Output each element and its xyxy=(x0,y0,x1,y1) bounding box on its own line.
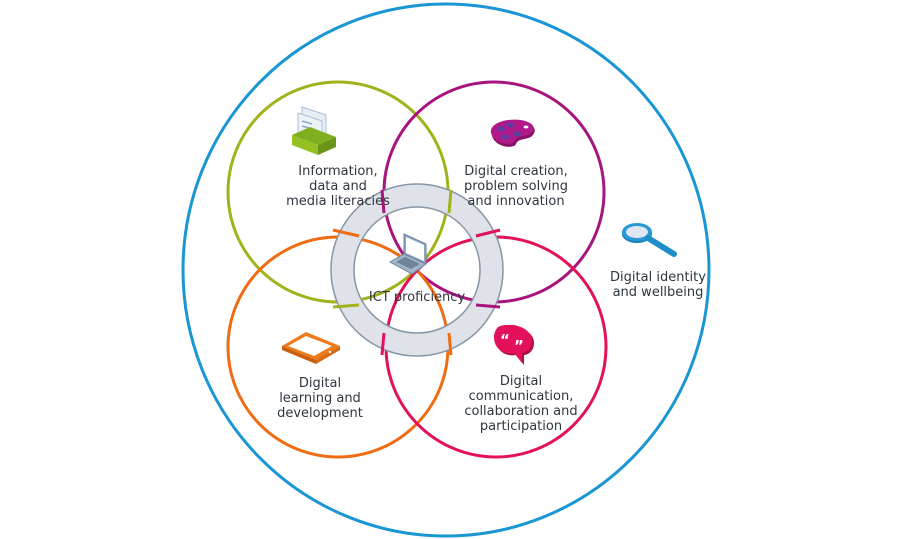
card-file-icon xyxy=(292,106,336,155)
label-line: collaboration and xyxy=(464,404,578,419)
label-line: Information, xyxy=(298,164,378,179)
label-line: Digital xyxy=(298,376,342,391)
label-line: participation xyxy=(479,419,563,434)
tablet-icon xyxy=(282,332,340,364)
label-line: ICT proficiency xyxy=(368,290,466,305)
svg-text:“: “ xyxy=(500,331,510,349)
label-line: media literacies xyxy=(286,194,390,209)
label-line: and innovation xyxy=(467,194,565,209)
label-communication: Digital communication, collaboration and… xyxy=(446,374,596,434)
speech-bubble-quote-icon: “ ” xyxy=(494,325,534,365)
label-line: development xyxy=(277,406,363,421)
label-line: and wellbeing xyxy=(612,285,704,300)
ict-ring xyxy=(330,183,504,357)
label-line: Digital identity xyxy=(610,270,706,285)
laptop-icon xyxy=(388,233,427,275)
magnifying-glass-icon xyxy=(622,223,677,257)
label-creation: Digital creation, problem solving and in… xyxy=(436,164,596,209)
label-line: learning and xyxy=(279,391,361,406)
label-identity: Digital identity and wellbeing xyxy=(598,270,718,300)
label-information: Information, data and media literacies xyxy=(258,164,418,209)
label-learning: Digital learning and development xyxy=(250,376,390,421)
paint-palette-icon xyxy=(490,119,535,147)
ring-crossings xyxy=(332,189,501,356)
svg-text:”: ” xyxy=(514,337,524,355)
label-line: Digital xyxy=(499,374,543,389)
label-line: communication, xyxy=(468,389,574,404)
label-line: Digital creation, xyxy=(464,164,568,179)
label-line: problem solving xyxy=(463,179,569,194)
label-line: data and xyxy=(309,179,367,194)
label-core-ict-proficiency: ICT proficiency xyxy=(357,290,477,305)
outer-circle-identity-wellbeing xyxy=(181,2,711,538)
